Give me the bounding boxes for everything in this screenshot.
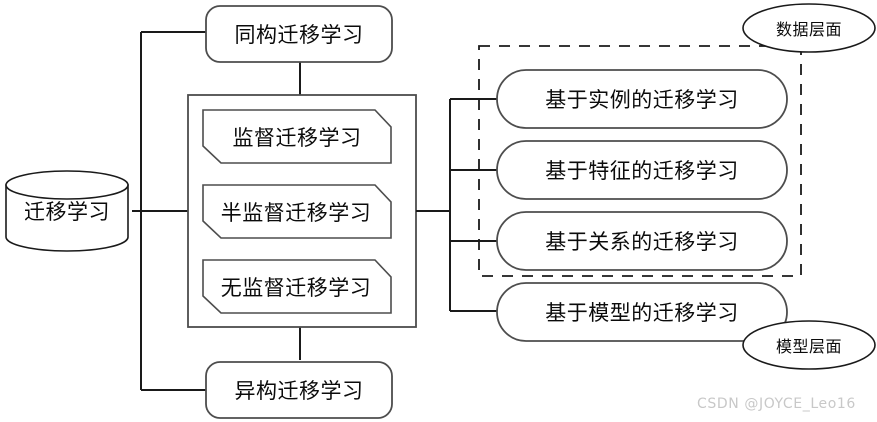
node-supervised-transfer-learning[interactable]: [202, 109, 392, 164]
node-transfer-learning-root[interactable]: [5, 170, 129, 252]
node-unsupervised-transfer-learning[interactable]: [202, 259, 392, 314]
connector-lines-left: [132, 31, 206, 391]
node-feature-based-transfer-learning[interactable]: [496, 140, 788, 200]
node-instance-based-transfer-learning[interactable]: [496, 69, 788, 129]
watermark-text: CSDN @JOYCE_Leo16: [697, 396, 856, 412]
annotation-ellipse-data-level[interactable]: [742, 3, 876, 53]
node-relation-based-transfer-learning[interactable]: [496, 211, 788, 271]
node-homogeneous-transfer-learning[interactable]: [205, 5, 393, 63]
node-heterogeneous-transfer-learning[interactable]: [205, 361, 393, 419]
cylinder-body: [5, 184, 129, 252]
annotation-ellipse-model-level[interactable]: [742, 320, 876, 370]
node-semi-supervised-transfer-learning[interactable]: [202, 184, 392, 239]
dashed-region-data-level: [478, 45, 802, 277]
cylinder-top: [5, 170, 129, 200]
connector-lines-right: [416, 98, 497, 312]
node-model-based-transfer-learning[interactable]: [496, 282, 788, 342]
